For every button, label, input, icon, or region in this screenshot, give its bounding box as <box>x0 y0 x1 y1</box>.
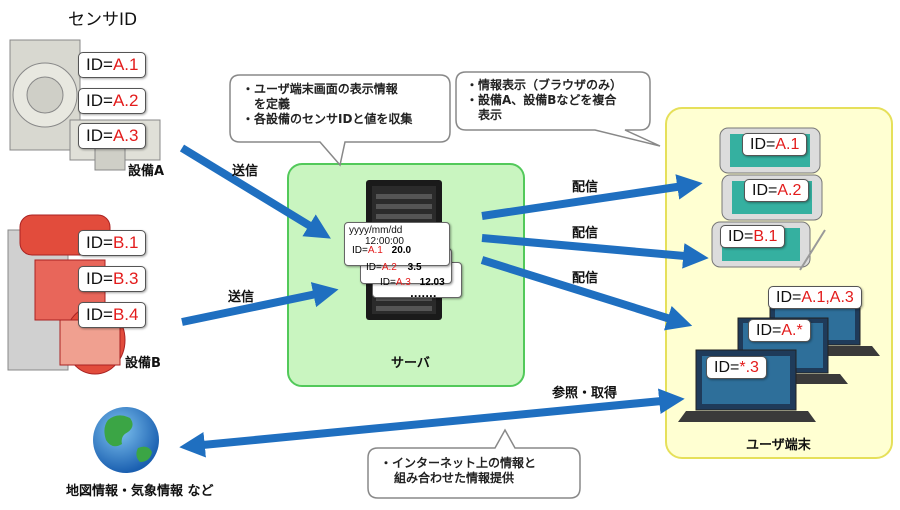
send-arrow-a <box>179 144 331 239</box>
deliver-label-1: 配信 <box>572 180 599 195</box>
equipment-a-label: 設備A <box>128 164 165 179</box>
sensor-id-a1: ID=A.1 <box>78 52 147 78</box>
laptop-id-2: ID=A.* <box>748 319 811 342</box>
sensor-id-b3: ID=B.3 <box>78 266 147 292</box>
tablet-id-1: ID=A.1 <box>742 133 808 156</box>
laptop-id-1: ID=A.1,A.3 <box>768 286 862 309</box>
deliver-label-3: 配信 <box>572 271 599 286</box>
sensor-id-a2: ID=A.2 <box>78 88 147 114</box>
equipment-b-label: 設備B <box>125 356 161 371</box>
globe-icon <box>93 407 159 473</box>
sensor-id-a3: ID=A.3 <box>78 123 147 149</box>
callout-internet-text: ・インターネット上の情報と 組み合わせた情報提供 <box>380 456 537 485</box>
deliver-label-2: 配信 <box>572 226 599 241</box>
send-label-a: 送信 <box>232 164 259 179</box>
reference-arrow <box>179 388 685 458</box>
sensor-id-b4: ID=B.4 <box>78 302 147 328</box>
callout-server-text: ・ユーザ端末画面の表示情報 を定義 ・各設備のセンサIDと値を収集 <box>242 82 413 126</box>
record-date: yyyy/mm/dd <box>349 225 403 236</box>
callout-server-bubble <box>229 74 451 167</box>
callout-internet-bubble <box>367 428 581 499</box>
record-row-1: ID=A.1 20.0 <box>352 245 412 256</box>
send-arrow-b <box>181 282 339 326</box>
record-row-2: ID=A.2 3.5 <box>366 262 422 273</box>
server-record-front: yyyy/mm/dd 12:00:00 <box>344 222 450 266</box>
deliver-arrow-3 <box>480 256 693 331</box>
user-terminal-label: ユーザ端末 <box>746 438 811 453</box>
sensor-id-b1: ID=B.1 <box>78 230 147 256</box>
server-label: サーバ <box>391 356 430 371</box>
record-time: 12:00:00 <box>365 236 404 247</box>
sensor-id-title: センサID <box>68 10 138 30</box>
reference-label: 参照・取得 <box>552 386 618 401</box>
record-row-3: ID=A.3 12.03 <box>380 277 445 288</box>
callout-user-text: ・情報表示（ブラウザのみ） ・設備A、設備Bなどを複合 表示 <box>466 78 623 122</box>
tablet-id-3: ID=B.1 <box>720 225 786 248</box>
globe-label: 地図情報・気象情報 など <box>66 484 214 499</box>
callout-user-bubble <box>455 71 661 147</box>
record-more: ....... <box>410 289 437 300</box>
deliver-arrow-1 <box>481 174 703 220</box>
stylus-icon <box>799 229 826 271</box>
send-label-b: 送信 <box>228 290 255 305</box>
laptop-id-3: ID=*.3 <box>706 356 767 379</box>
deliver-arrow-2 <box>481 234 709 269</box>
tablet-id-2: ID=A.2 <box>744 179 810 202</box>
